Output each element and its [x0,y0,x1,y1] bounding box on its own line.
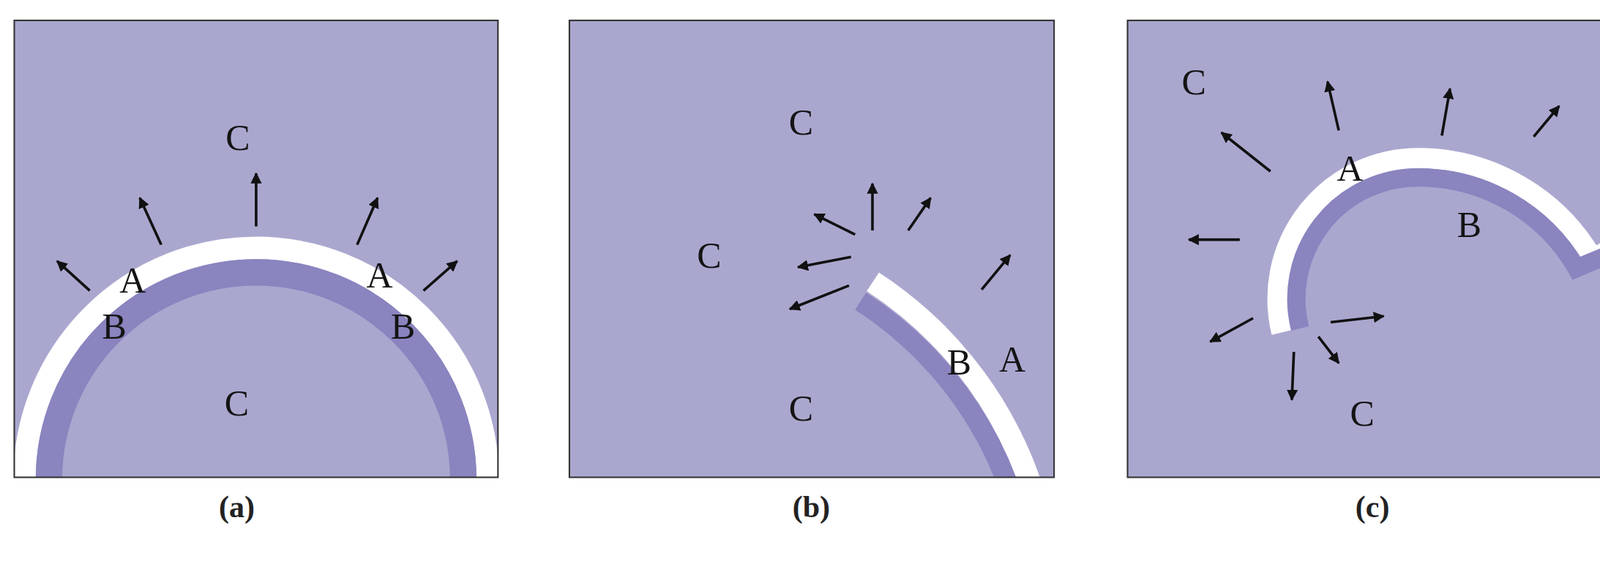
wave-arrows-c [1188,81,1560,401]
region-label: A [366,256,394,294]
region-label: C [789,103,814,141]
panel-b [569,20,1054,478]
region-label: C [696,237,721,274]
region-label: C [1181,63,1206,101]
region-label: B [1457,206,1482,244]
panel-c [1127,20,1600,478]
region-label: C [789,390,814,427]
region-label: B [101,308,126,345]
region-label: A [119,262,146,299]
region-label: B [390,308,416,345]
region-label: A [999,341,1026,378]
panel-a [14,20,499,478]
region-label: C [225,119,250,156]
panel-caption: (c) [1355,491,1390,523]
region-label: C [224,384,249,422]
region-label: C [1349,395,1374,432]
wave-arrows-b [789,183,1011,309]
region-label: B [947,344,972,381]
panel-caption: (a) [218,491,255,523]
panel-caption: (b) [792,491,831,523]
wave-arrows-a [57,173,458,291]
region-label: A [1336,150,1363,187]
